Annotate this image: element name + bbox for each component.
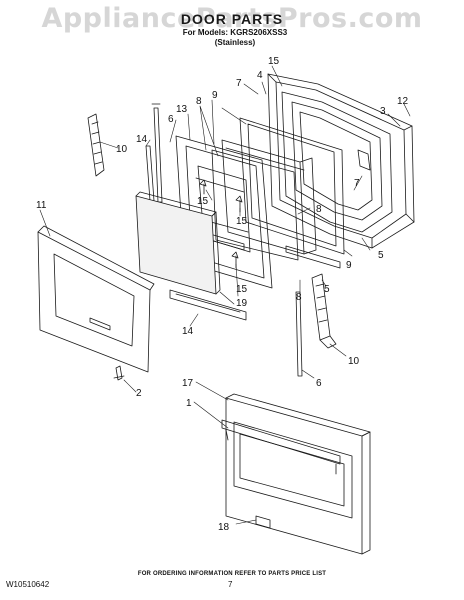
callout-1: 1 bbox=[186, 398, 192, 409]
model-line: For Models: KGRS206XSS3 bbox=[182, 28, 288, 37]
callout-5: 5 bbox=[378, 250, 384, 261]
part-16-door-frame bbox=[267, 73, 415, 249]
callout-10: 10 bbox=[116, 144, 128, 155]
part-2-screw bbox=[113, 365, 125, 381]
part-10-hinge-right bbox=[311, 273, 337, 349]
watermark: AppliancePartsPros.com bbox=[41, 3, 423, 34]
part-6-channel-lower bbox=[295, 291, 303, 377]
leader-lines bbox=[39, 65, 411, 525]
callout-19: 19 bbox=[236, 298, 248, 309]
callout-6: 6 bbox=[168, 114, 174, 125]
callout-labels: 15 4 7 12 3 9 8 13 6 14 10 11 15 15 8 7 … bbox=[36, 56, 409, 533]
part-1-handle bbox=[221, 419, 341, 475]
callout-6: 6 bbox=[316, 378, 322, 389]
callout-8: 8 bbox=[316, 204, 322, 215]
callout-7: 7 bbox=[236, 78, 242, 89]
callout-17: 17 bbox=[182, 378, 194, 389]
part-3-liner-frame bbox=[281, 91, 393, 233]
callout-4: 4 bbox=[257, 70, 263, 81]
callout-7: 7 bbox=[354, 178, 360, 189]
callout-9: 9 bbox=[346, 260, 352, 271]
part-8-glass-pack bbox=[211, 139, 317, 261]
callout-8: 8 bbox=[196, 96, 202, 107]
callout-3: 3 bbox=[380, 106, 386, 117]
callout-14: 14 bbox=[136, 134, 148, 145]
part-17-outer-door bbox=[225, 393, 371, 555]
callout-10: 10 bbox=[348, 356, 360, 367]
page-title: DOOR PARTS bbox=[180, 11, 284, 27]
page-number: 7 bbox=[228, 580, 233, 589]
callout-9: 9 bbox=[212, 90, 218, 101]
variant-line: (Stainless) bbox=[214, 38, 256, 47]
callout-8: 8 bbox=[296, 292, 302, 303]
callout-18: 18 bbox=[218, 522, 230, 533]
callout-5: 5 bbox=[324, 284, 330, 295]
document-number: W10510642 bbox=[6, 580, 50, 589]
callout-15: 15 bbox=[197, 196, 209, 207]
ordering-note: FOR ORDERING INFORMATION REFER TO PARTS … bbox=[137, 571, 327, 577]
part-18-badge bbox=[255, 515, 271, 529]
callout-15: 15 bbox=[236, 216, 248, 227]
callout-2: 2 bbox=[136, 388, 142, 399]
part-10-hinge-left bbox=[87, 113, 105, 177]
callout-16: 15 bbox=[268, 56, 280, 67]
callout-13: 13 bbox=[176, 104, 188, 115]
part-14-strip-upper bbox=[151, 103, 163, 203]
callout-15: 15 bbox=[236, 284, 248, 295]
part-9-glass-lower bbox=[285, 245, 341, 269]
part-11-outer-glass bbox=[37, 225, 155, 373]
part-9-glass-rear bbox=[239, 117, 345, 255]
callout-12: 12 bbox=[397, 96, 409, 107]
part-19-inner-panel bbox=[135, 191, 221, 295]
callout-11: 11 bbox=[36, 200, 47, 211]
callout-14: 14 bbox=[182, 326, 194, 337]
part-14-strip-lower bbox=[169, 289, 247, 321]
model-info: For Models: KGRS206XSS3 (Stainless) bbox=[150, 28, 320, 48]
